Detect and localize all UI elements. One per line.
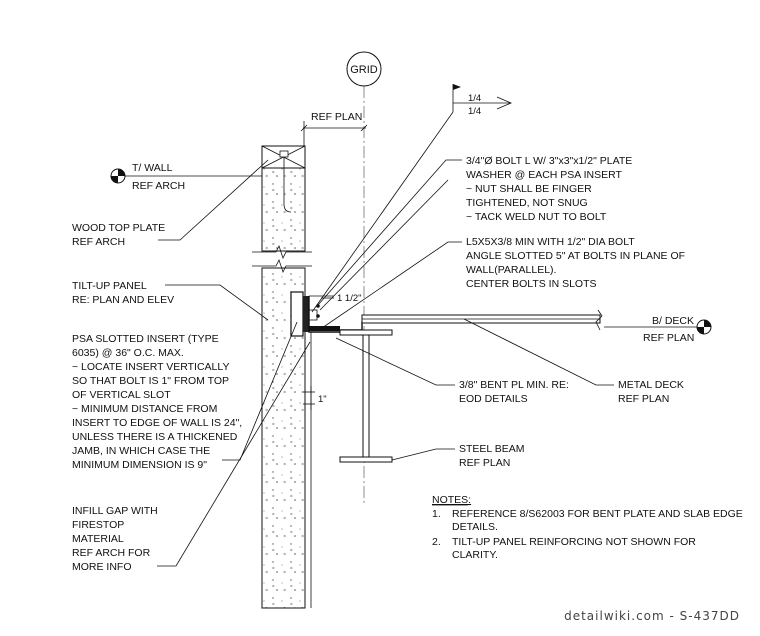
callout-line: ~ LOCATE INSERT VERTICALLY — [72, 361, 229, 373]
b-deck-title: B/ DECK — [652, 315, 694, 327]
callout-tilt-up-panel: TILT-UP PANEL RE: PLAN AND ELEV — [72, 280, 269, 321]
callout-line: INSERT TO EDGE OF WALL IS 24", — [72, 417, 242, 429]
callout-line: TILT-UP PANEL — [72, 280, 147, 292]
callout-line: L5X5X3/8 MIN WITH 1/2" DIA BOLT — [466, 236, 635, 248]
callout-line: WALL(PARALLEL). — [466, 264, 556, 276]
ref-plan-dimension: REF PLAN — [300, 111, 368, 147]
grid-label: GRID — [350, 64, 378, 76]
t-wall-title: T/ WALL — [132, 162, 173, 174]
callout-line: WOOD TOP PLATE — [72, 222, 165, 234]
callout-line: REF PLAN — [459, 457, 510, 469]
callout-bolt: 3/4"Ø BOLT L W/ 3"x3"x1/2" PLATE WASHER … — [317, 155, 632, 311]
callout-line: WASHER @ EACH PSA INSERT — [466, 169, 623, 181]
callout-line: 6035) @ 36" O.C. MAX. — [72, 347, 184, 359]
fillet-size-bottom: 1/4 — [468, 106, 481, 117]
note-line: REFERENCE 8/S62003 FOR BENT PLATE AND SL… — [452, 508, 743, 520]
callout-bent-plate: 3/8" BENT PL MIN. RE: EOD DETAILS — [335, 337, 569, 405]
dim-one-half: 1 1/2" — [337, 293, 362, 304]
callout-angle: L5X5X3/8 MIN WITH 1/2" DIA BOLT ANGLE SL… — [321, 236, 685, 329]
note-line: TILT-UP PANEL REINFORCING NOT SHOWN FOR — [452, 536, 696, 548]
callout-line: UNLESS THERE IS A THICKENED — [72, 431, 238, 443]
dim-one-inch: 1" — [318, 394, 327, 405]
callout-line: ANGLE SLOTTED 5" AT BOLTS IN PLANE OF — [466, 250, 685, 262]
tilt-up-wall-lower — [252, 258, 318, 609]
callout-line: FIRESTOP — [72, 519, 124, 531]
callout-line: TIGHTENED, NOT SNUG — [466, 197, 588, 209]
notes-block: NOTES: 1. REFERENCE 8/S62003 FOR BENT PL… — [432, 494, 743, 561]
level-marker-t-wall: T/ WALL REF ARCH — [110, 162, 262, 192]
callout-line: 3/8" BENT PL MIN. RE: — [459, 379, 569, 391]
callout-line: CENTER BOLTS IN SLOTS — [466, 278, 597, 290]
callout-psa-insert: PSA SLOTTED INSERT (TYPE 6035) @ 36" O.C… — [72, 321, 298, 471]
callout-line: REF ARCH FOR — [72, 547, 151, 559]
callout-line: 3/4"Ø BOLT L W/ 3"x3"x1/2" PLATE — [466, 155, 632, 167]
ref-plan-label: REF PLAN — [311, 111, 362, 123]
note-line: DETAILS. — [452, 521, 498, 533]
tilt-up-wall-upper — [252, 145, 312, 260]
callout-line: ~ MINIMUM DISTANCE FROM — [72, 403, 217, 415]
callout-metal-deck: METAL DECK REF PLAN — [463, 318, 684, 405]
note-number: 1. — [432, 508, 441, 520]
psa-slotted-insert — [290, 291, 304, 337]
callout-line: JAMB, IN WHICH CASE THE — [72, 445, 210, 457]
callout-wood-top-plate: WOOD TOP PLATE REF ARCH — [72, 159, 269, 248]
note-number: 2. — [432, 536, 441, 548]
callout-line: STEEL BEAM — [459, 443, 525, 455]
callout-line: SO THAT BOLT IS 1" FROM TOP — [72, 375, 229, 387]
callout-line: MATERIAL — [72, 533, 124, 545]
callout-line: REF ARCH — [72, 236, 125, 248]
callout-line: OF VERTICAL SLOT — [72, 389, 171, 401]
watermark: detailwiki.com - S-437DD — [564, 609, 740, 623]
fillet-size-top: 1/4 — [468, 93, 481, 104]
callout-line: INFILL GAP WITH — [72, 505, 158, 517]
steel-beam — [339, 329, 393, 463]
notes-heading: NOTES: — [432, 494, 471, 506]
callout-line: RE: PLAN AND ELEV — [72, 294, 174, 306]
note-line: CLARITY. — [452, 549, 498, 561]
weld-symbol: 1/4 1/4 — [311, 84, 513, 313]
callout-line: PSA SLOTTED INSERT (TYPE — [72, 333, 219, 345]
callout-line: ~ TACK WELD NUT TO BOLT — [466, 211, 607, 223]
callout-line: MORE INFO — [72, 561, 132, 573]
callout-line: MINIMUM DIMENSION IS 9" — [72, 459, 207, 471]
callout-line: REF PLAN — [618, 393, 669, 405]
callout-infill-gap: INFILL GAP WITH FIRESTOP MATERIAL REF AR… — [72, 341, 311, 573]
b-deck-ref: REF PLAN — [643, 332, 694, 344]
callout-line: EOD DETAILS — [459, 393, 528, 405]
callout-line: ~ NUT SHALL BE FINGER — [466, 183, 592, 195]
callout-steel-beam: STEEL BEAM REF PLAN — [391, 443, 525, 469]
t-wall-ref: REF ARCH — [132, 180, 185, 192]
callout-line: METAL DECK — [618, 379, 684, 391]
level-marker-b-deck: B/ DECK REF PLAN — [604, 315, 712, 344]
steel-connection: 1 1/2" 1" — [303, 293, 603, 463]
